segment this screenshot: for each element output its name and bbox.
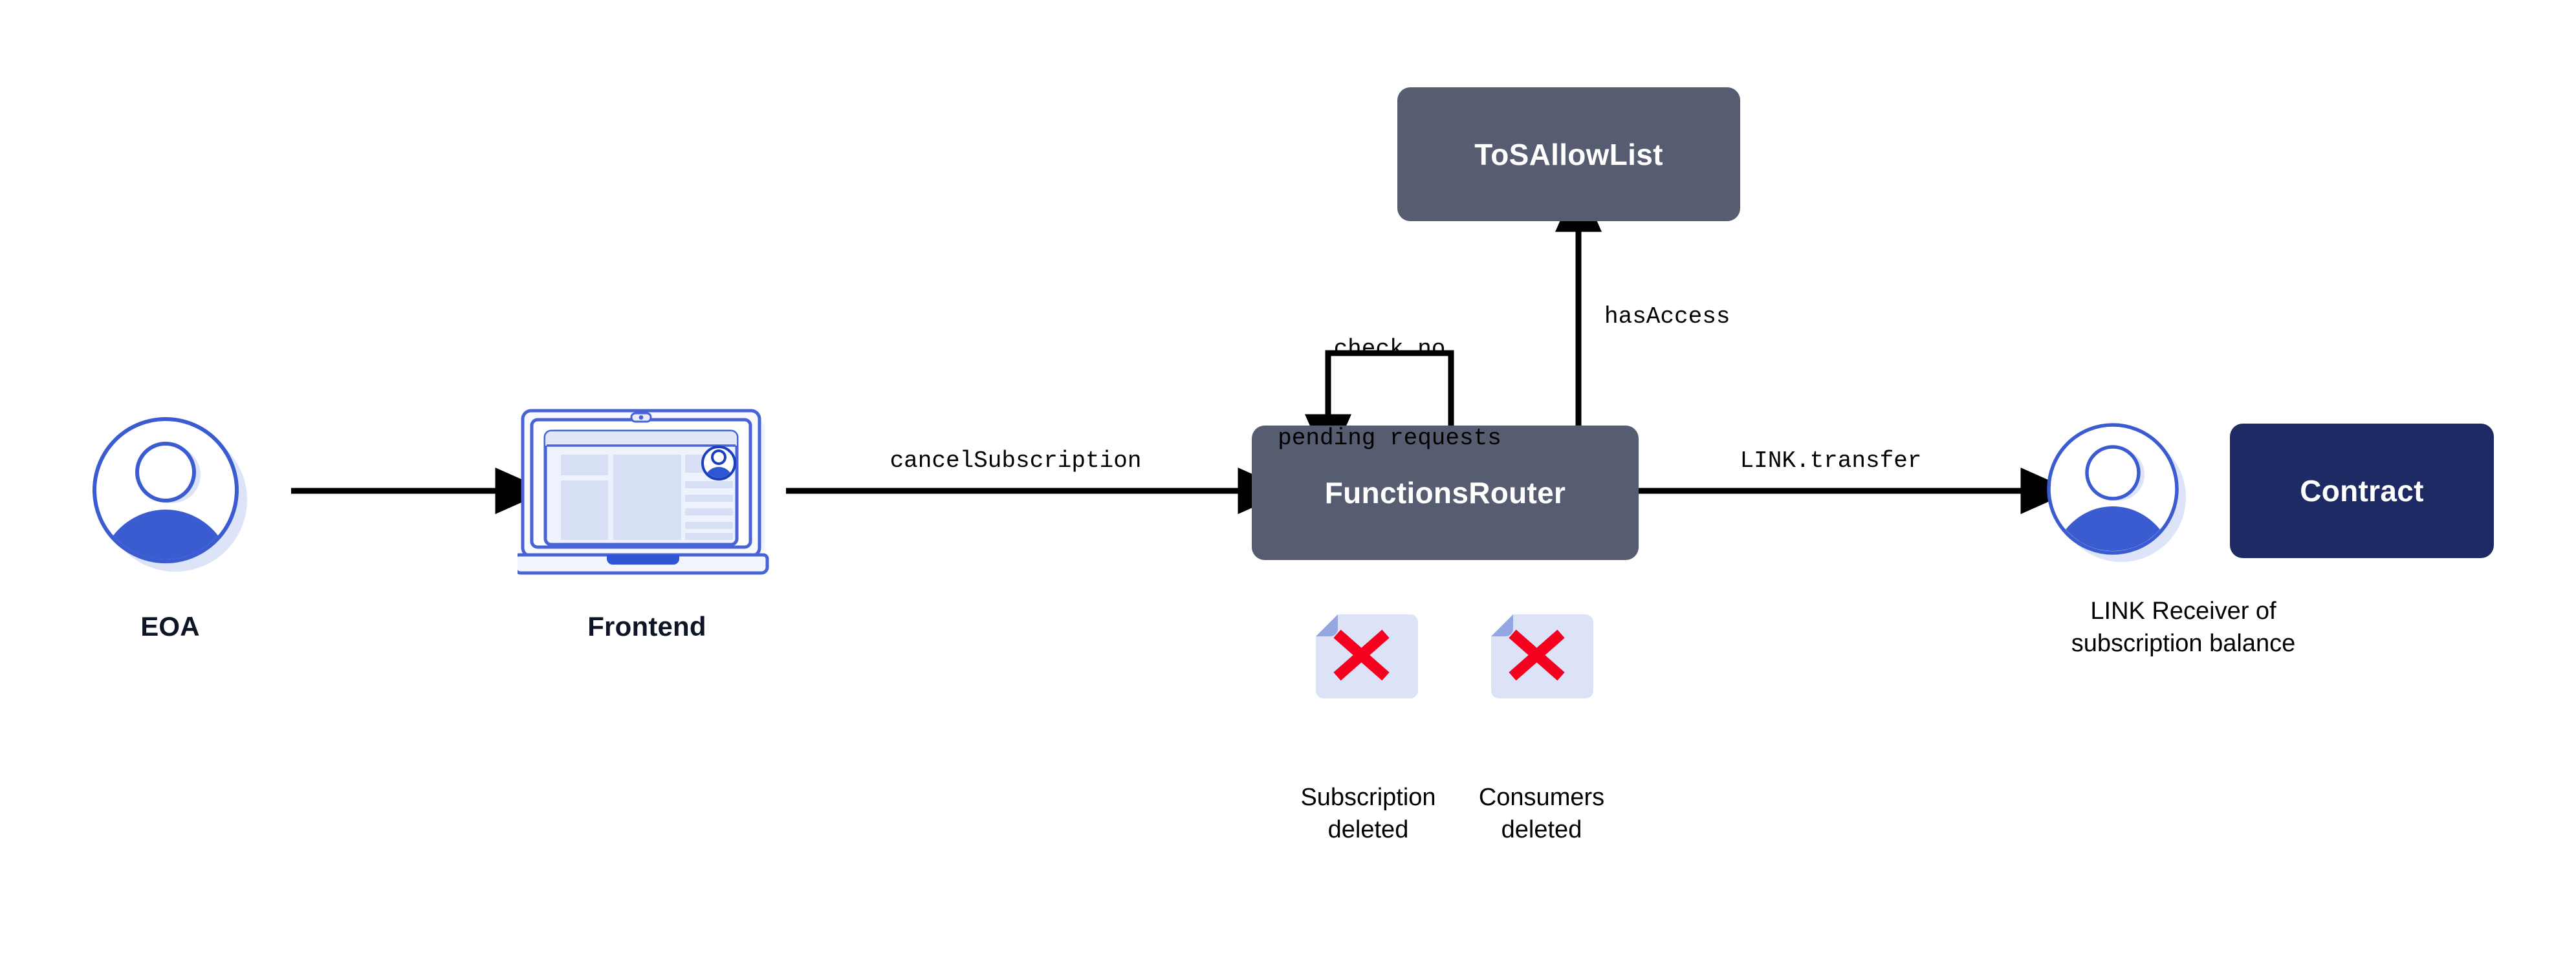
artifact-consumers-deleted-label: Consumers deleted (1422, 781, 1661, 846)
node-link-receiver[interactable] (2038, 414, 2193, 566)
artifact-label-line-2: deleted (1501, 816, 1582, 844)
edge-label-line-1: check no (1333, 336, 1446, 363)
artifact-label-line-1: Subscription (1300, 784, 1436, 811)
node-functions-router-label: FunctionsRouter (1324, 476, 1566, 510)
artifact-subscription-deleted[interactable] (1308, 614, 1424, 698)
person-avatar-icon (2047, 423, 2186, 562)
node-frontend-label: Frontend (587, 611, 706, 642)
node-link-receiver-label: LINK Receiver of subscription balance (1986, 595, 2381, 660)
edge-label-line-2: pending requests (1278, 425, 1501, 452)
document-deleted-icon (1316, 614, 1418, 698)
edge-label-cancel-subscription: cancelSubscription (890, 448, 1142, 474)
edge-label-link-transfer: LINK.transfer (1740, 448, 1922, 474)
node-tos-allow-list[interactable]: ToSAllowList (1397, 87, 1740, 221)
node-contract-label: Contract (2300, 474, 2424, 508)
artifact-label-line-2: deleted (1327, 816, 1409, 844)
artifact-consumers-deleted[interactable] (1483, 614, 1600, 698)
person-avatar-icon (93, 417, 247, 572)
artifact-subscription-deleted-label: Subscription deleted (1249, 781, 1488, 846)
node-functions-router[interactable]: FunctionsRouter (1252, 426, 1639, 560)
node-tos-allow-list-label: ToSAllowList (1474, 137, 1663, 171)
screen-avatar-icon (701, 446, 736, 481)
node-link-receiver-label-line-1: LINK Receiver of (2090, 598, 2276, 625)
node-frontend[interactable] (513, 404, 776, 576)
node-eoa-label: EOA (140, 611, 200, 642)
artifact-label-line-1: Consumers (1478, 784, 1605, 811)
laptop-icon (513, 409, 769, 575)
edge-label-has-access: hasAccess (1604, 303, 1730, 330)
edge-label-check-no-pending-requests: check no pending requests (1260, 275, 1519, 513)
node-link-receiver-label-line-2: subscription balance (2071, 630, 2296, 658)
node-contract[interactable]: Contract (2230, 424, 2494, 558)
node-eoa[interactable] (83, 407, 257, 576)
document-deleted-icon (1491, 614, 1593, 698)
